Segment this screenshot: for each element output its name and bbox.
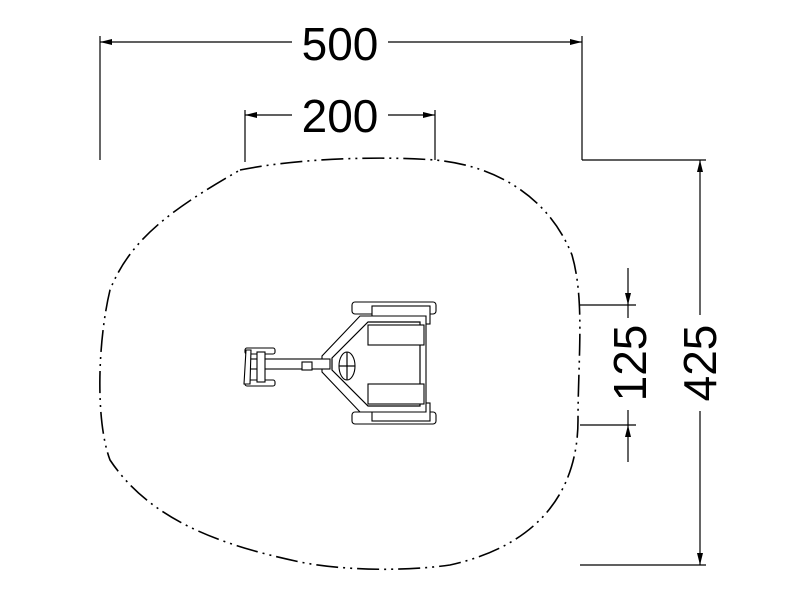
dimension-label: 500 — [302, 18, 379, 70]
play-vehicle — [243, 301, 437, 425]
dimension-125: 125 — [580, 268, 656, 462]
dimension-label: 125 — [604, 325, 656, 402]
dimension-label: 425 — [674, 325, 726, 402]
dimension-200: 200 — [244, 90, 436, 162]
dimension-500: 500 — [99, 18, 583, 160]
safety-zone-outline — [99, 157, 581, 571]
dimension-425: 425 — [580, 159, 726, 566]
dimension-label: 200 — [302, 90, 379, 142]
